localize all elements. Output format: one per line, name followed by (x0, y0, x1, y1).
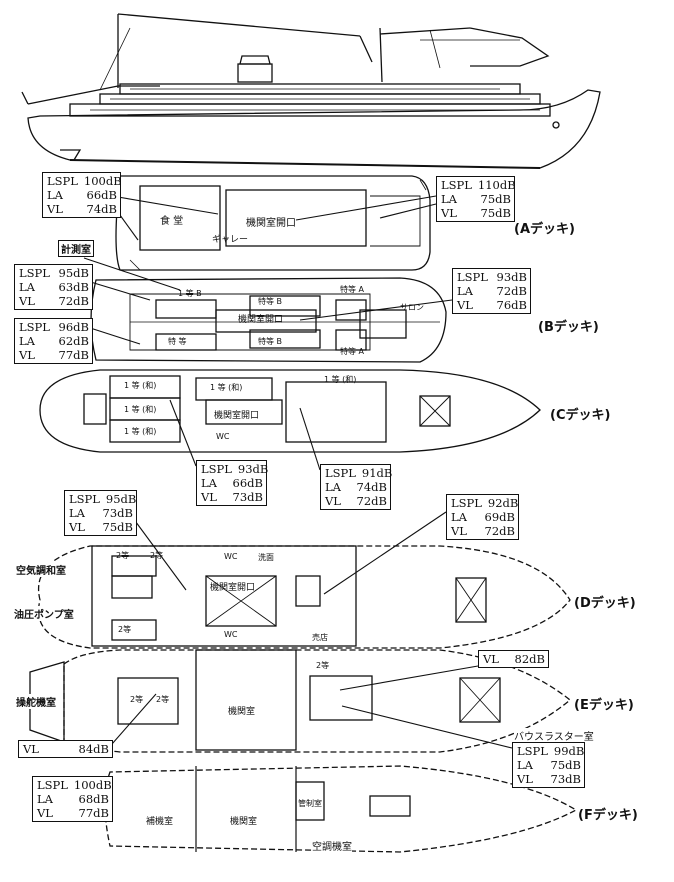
leader-lines (83, 195, 513, 749)
room-second-e-1: 2等 (130, 695, 144, 704)
deck-label-f: (Fデッキ) (578, 808, 638, 823)
room-second-e-2: 2等 (156, 695, 170, 704)
room-second-d-3: 2等 (118, 625, 132, 634)
room-first-w-2: 1 等 (和) (210, 383, 243, 392)
room-special-a-1: 特等 A (340, 285, 365, 294)
label-thruster-room: バウスラスター室 (514, 728, 594, 743)
room-aux-engine-f: 補機室 (146, 817, 174, 827)
room-special-a-2: 特等 A (340, 347, 365, 356)
room-wc-d-1: WC (224, 552, 238, 561)
room-first-w-5: 1 等 (和) (124, 427, 157, 436)
room-engine-room-f: 機関室 (230, 817, 258, 827)
deck-label-e: (Eデッキ) (574, 698, 634, 713)
a-deck-plan (115, 175, 431, 271)
deck-label-b: (Bデッキ) (538, 320, 599, 335)
room-salon: サロン (400, 303, 424, 312)
room-store-d: 売店 (312, 633, 328, 642)
label-steering-room: 操舵機室 (16, 694, 56, 709)
room-first-w-1: 1 等 (和) (124, 381, 157, 390)
room-engine-casing-a: 機関室開口 (246, 218, 296, 229)
d-deck-plan (38, 545, 571, 649)
c-deck-plan (39, 369, 541, 453)
room-first-w-3: 1 等 (和) (324, 375, 357, 384)
label-air-room: 空気調和室 (16, 562, 66, 577)
room-engine-casing-b: 機関室開口 (238, 315, 284, 325)
room-engine-room-e: 機関室 (228, 707, 256, 717)
room-second-d-1: 2等 (116, 551, 130, 560)
deck-label-c: (Cデッキ) (550, 408, 611, 423)
room-first-b-1: 1 等 B (178, 289, 202, 298)
deck-label-d: (Dデッキ) (574, 596, 636, 611)
room-engine-casing-c: 機関室開口 (214, 411, 260, 421)
room-galley: ギャレー (212, 235, 249, 245)
room-engine-casing-d: 機関室開口 (210, 583, 256, 593)
room-second-e-3: 2等 (316, 661, 330, 670)
room-special-b-1: 特等 B (258, 297, 283, 306)
room-control-f: 管制室 (298, 799, 322, 808)
room-laundry-d: 洗面 (258, 553, 274, 562)
room-first-w-4: 1 等 (和) (124, 405, 157, 414)
room-special-b-3: 特等 B (258, 337, 283, 346)
label-aircon-machine-room: 空調機室 (312, 838, 352, 853)
room-second-d-2: 2等 (150, 551, 164, 560)
room-special-b-2: 特 等 (168, 337, 187, 346)
room-wc-d-2: WC (224, 630, 238, 639)
label-measure-room: 計測室 (58, 240, 94, 257)
room-wc-c: WC (216, 432, 230, 441)
room-dining: 食 堂 (160, 216, 184, 227)
deck-label-a: (Aデッキ) (514, 222, 575, 237)
ship-side-elevation (21, 13, 601, 169)
label-hydraulic-pump: 油圧ポンプ室 (14, 606, 74, 621)
